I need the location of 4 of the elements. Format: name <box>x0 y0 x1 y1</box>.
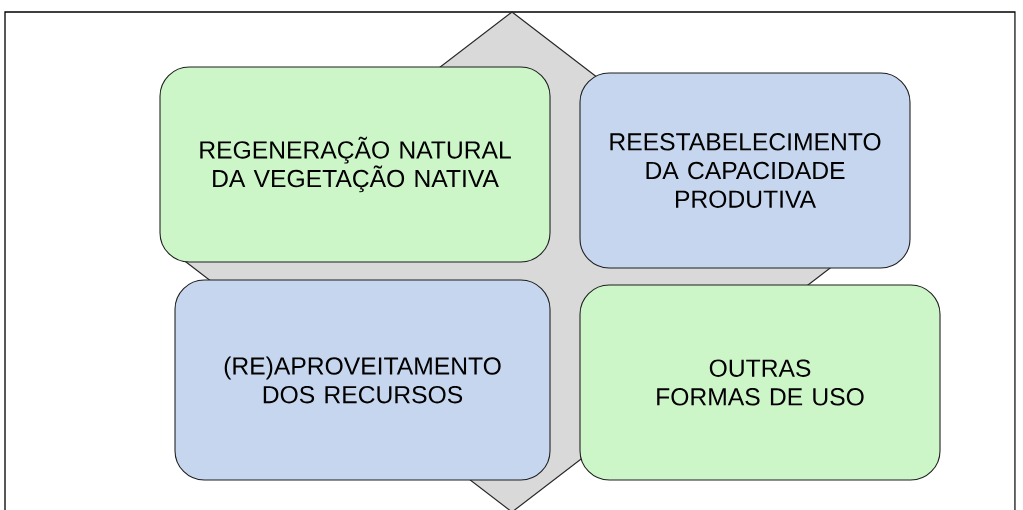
rounded-box: OUTRAS FORMAS DE USO <box>579 284 941 481</box>
rounded-box: REESTABELECIMENTO DA CAPACIDADE PRODUTIVA <box>579 72 911 269</box>
rounded-box: (RE)APROVEITAMENTO DOS RECURSOS <box>174 279 551 481</box>
rounded-box: REGENERAÇÃO NATURAL DA VEGETAÇÃO NATIVA <box>159 66 551 263</box>
